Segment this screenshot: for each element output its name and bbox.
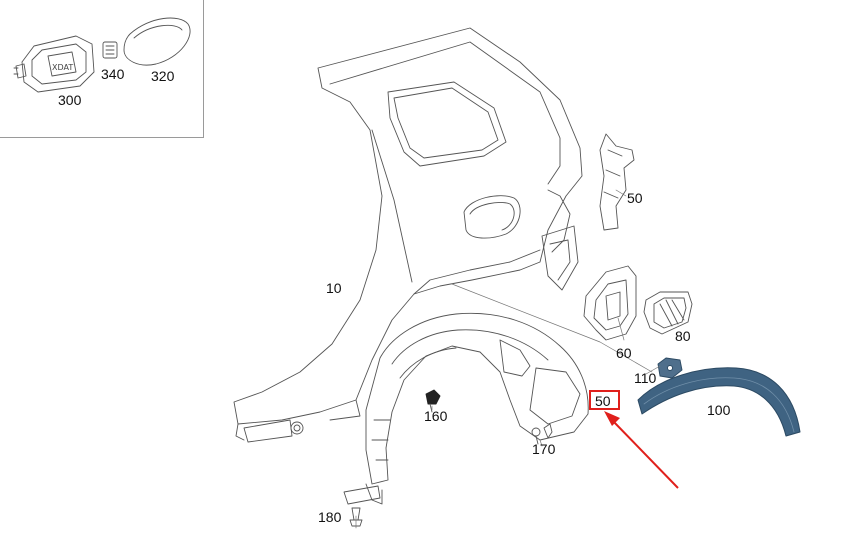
callout-180: 180 xyxy=(318,509,342,525)
callout-50-upper: 50 xyxy=(627,190,643,206)
callout-110: 110 xyxy=(634,370,657,386)
callout-100: 100 xyxy=(707,402,731,418)
fastener-160 xyxy=(425,389,441,413)
callout-10: 10 xyxy=(326,280,342,296)
leader-lines xyxy=(355,189,661,529)
clip-180 xyxy=(349,507,363,527)
actuator-340 xyxy=(102,41,118,59)
svg-text:XDAT: XDAT xyxy=(52,63,73,72)
fuel-flap-320 xyxy=(123,17,191,66)
screw-170 xyxy=(531,423,553,445)
callout-80: 80 xyxy=(675,328,691,344)
trim-panel-60 xyxy=(583,265,637,341)
wheel-arch-flare-100 xyxy=(637,367,801,437)
callout-300: 300 xyxy=(58,92,82,108)
highlight-box xyxy=(589,390,620,410)
callout-160: 160 xyxy=(424,408,448,424)
callout-50-highlighted: 50 xyxy=(595,393,611,409)
inset-frame xyxy=(0,0,204,138)
highlight-arrow xyxy=(604,411,679,489)
callout-340: 340 xyxy=(101,66,125,82)
fuel-filler-housing: XDAT xyxy=(13,35,95,93)
side-panel-10 xyxy=(233,27,583,443)
callout-320: 320 xyxy=(151,68,175,84)
callout-60: 60 xyxy=(616,345,632,361)
wheel-arch-liner-50 xyxy=(343,312,589,505)
callout-170: 170 xyxy=(532,441,556,457)
clip-110 xyxy=(657,357,683,379)
vent-grille-80 xyxy=(643,291,693,335)
bracket-50-upper xyxy=(599,133,635,231)
